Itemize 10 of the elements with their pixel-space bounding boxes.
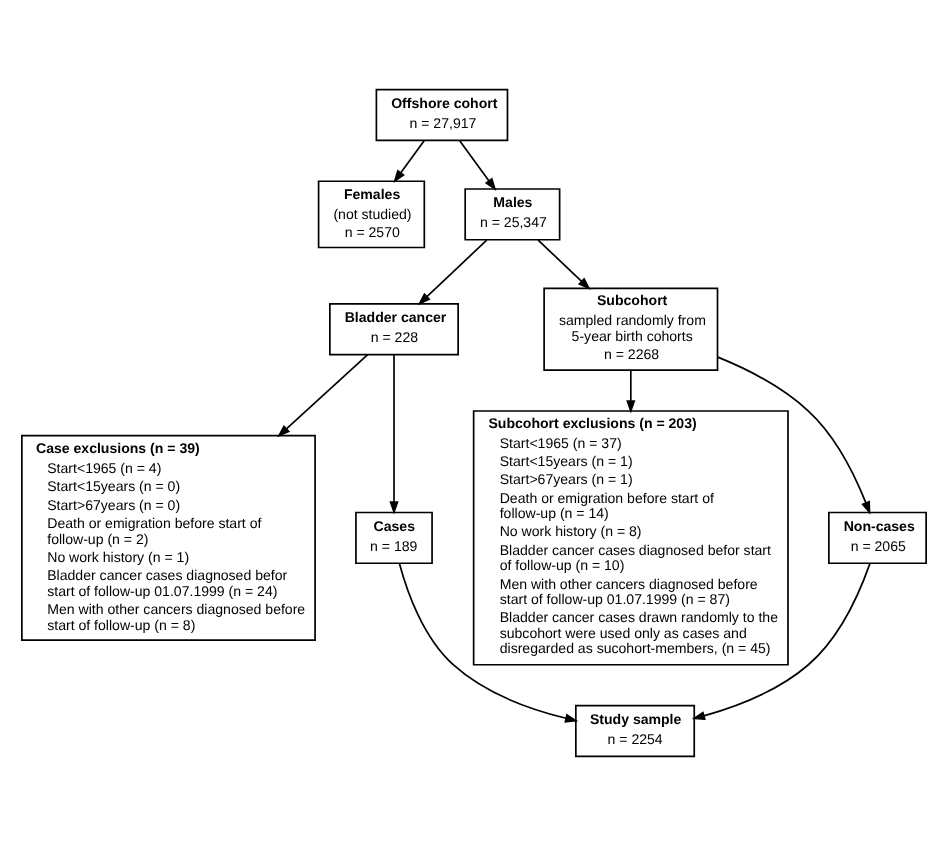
arrow [691, 562, 871, 721]
arrow [389, 353, 399, 515]
arrow [537, 239, 591, 290]
arrow [458, 139, 497, 192]
arrow [277, 353, 369, 438]
arrow [417, 239, 488, 306]
arrow [398, 562, 579, 723]
arrow [717, 356, 871, 515]
arrow [626, 369, 636, 414]
arrow [393, 139, 425, 183]
